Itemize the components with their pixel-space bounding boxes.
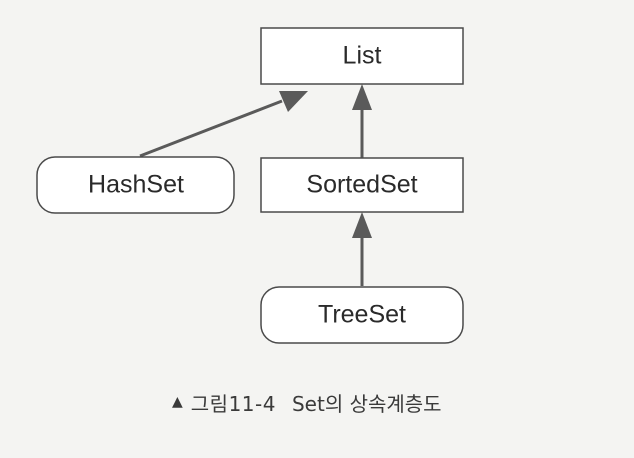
node-sortedset: SortedSet [260, 157, 464, 213]
arrowhead-icon [279, 91, 308, 112]
black-up-triangle-icon: ▲ [172, 394, 183, 410]
node-label-treeset: TreeSet [318, 301, 406, 329]
node-label-hashset: HashSet [88, 171, 184, 199]
arrowhead-icon [352, 84, 372, 110]
edge-treeset-to-sortedset [352, 212, 372, 286]
figure-caption-text: Set의 상속계층도 [291, 391, 442, 416]
node-hashset: HashSet [36, 156, 235, 214]
node-treeset: TreeSet [260, 286, 464, 344]
arrowhead-icon [352, 212, 372, 238]
edge-hashset-to-list [139, 91, 308, 158]
figure-caption: ▲ 그림11-4 Set의 상속계층도 [172, 384, 592, 420]
figure-number: 그림11-4 [190, 391, 276, 416]
node-label-list: List [343, 42, 382, 70]
node-label-sortedset: SortedSet [306, 171, 417, 199]
edge-sortedset-to-list [352, 84, 372, 158]
node-list: List [260, 27, 464, 85]
